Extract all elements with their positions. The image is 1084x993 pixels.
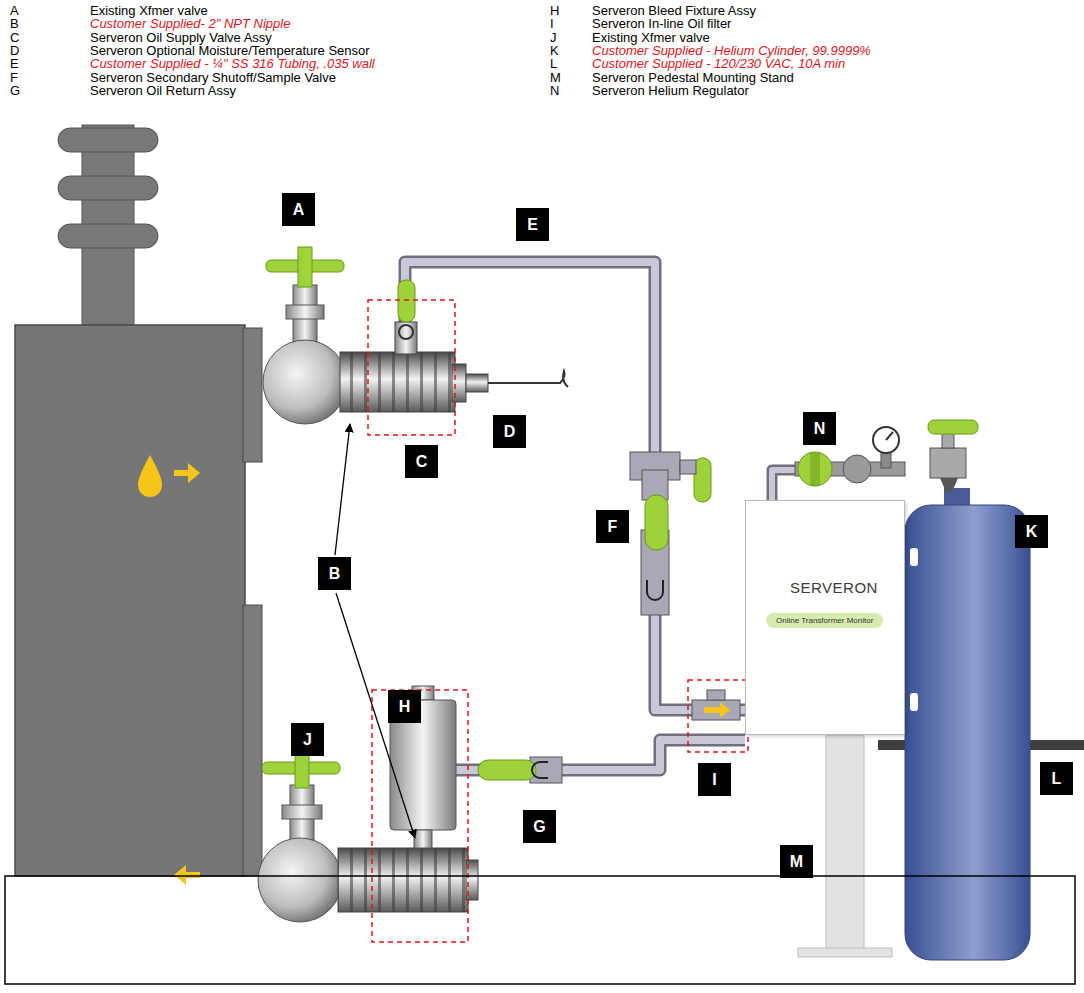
model-label: Online Transformer Monitor	[776, 616, 873, 625]
brand-name: SERVERON	[790, 579, 904, 596]
callout-letter: H	[388, 690, 421, 723]
part-description: Serveron In-line Oil filter	[592, 17, 731, 30]
callout-letter: J	[303, 731, 312, 749]
part-description: Serveron Bleed Fixture Assy	[592, 4, 756, 17]
list-letter: N	[550, 84, 559, 97]
callout-letter: E	[516, 208, 549, 241]
oil-filter	[688, 680, 748, 752]
lower-valve	[258, 686, 562, 942]
callout-letter: I	[712, 771, 716, 789]
callout-letter: L	[1040, 762, 1073, 795]
note-frame	[5, 876, 1075, 984]
part-description: Customer Supplied - Helium Cylinder, 99.…	[592, 44, 871, 57]
part-description: Serveron Secondary Shutoff/Sample Valve	[90, 71, 336, 84]
callout-letter: E	[527, 216, 538, 234]
helium-cylinder	[905, 488, 1030, 960]
list-letter: J	[550, 31, 557, 44]
callout-letter: K	[1026, 523, 1038, 541]
callout-letter: J	[291, 723, 324, 756]
callout-letter: A	[282, 193, 315, 226]
list-letter: K	[550, 44, 559, 57]
bushing	[58, 125, 158, 325]
callout-letter: F	[596, 510, 629, 543]
callout-letter: N	[814, 420, 826, 438]
callout-letter: K	[1015, 515, 1048, 548]
part-description: Existing Xfmer valve	[592, 31, 710, 44]
list-letter: A	[10, 4, 19, 17]
callout-letter: B	[329, 565, 341, 583]
callout-letter: A	[293, 201, 305, 219]
callout-letter: G	[533, 818, 545, 836]
callout-letter: G	[523, 810, 556, 843]
leader-arrows	[335, 424, 415, 838]
callout-letter: D	[504, 423, 516, 441]
part-description: Serveron Oil Supply Valve Assy	[90, 31, 272, 44]
callout-letter: H	[399, 698, 411, 716]
part-description: Customer Supplied- 2" NPT Nipple	[90, 17, 290, 30]
list-letter: G	[10, 84, 20, 97]
list-letter: C	[10, 31, 19, 44]
upper-valve	[263, 247, 568, 435]
list-letter: M	[550, 71, 561, 84]
list-letter: I	[550, 17, 554, 30]
callout-letter: F	[608, 518, 618, 536]
helium-regulator	[795, 420, 978, 492]
monitor-cabinet: SERVERON Online Transformer Monitor	[745, 500, 905, 735]
callout-letter: L	[1052, 770, 1062, 788]
transformer-tank	[15, 325, 262, 885]
callout-letter: M	[780, 845, 813, 878]
callout-letter: N	[803, 412, 836, 445]
list-letter: B	[10, 17, 19, 30]
part-description: Serveron Pedestal Mounting Stand	[592, 71, 794, 84]
list-letter: H	[550, 4, 559, 17]
callout-letter: C	[405, 445, 438, 478]
list-letter: F	[10, 71, 18, 84]
list-letter: D	[10, 44, 19, 57]
shutoff-valve	[630, 452, 711, 615]
part-description: Serveron Oil Return Assy	[90, 84, 236, 97]
part-description: Serveron Optional Moisture/Temperature S…	[90, 44, 370, 57]
part-description: Existing Xfmer valve	[90, 4, 208, 17]
part-description: Customer Supplied - ¼" SS 316 Tubing, .0…	[90, 57, 375, 70]
tubing	[405, 262, 800, 770]
callout-letter: C	[416, 453, 428, 471]
callout-letter: M	[790, 853, 803, 871]
callout-letter: B	[318, 557, 351, 590]
list-letter: L	[550, 57, 557, 70]
list-letter: E	[10, 57, 19, 70]
monitor-label-band: Online Transformer Monitor	[766, 613, 883, 628]
part-description: Serveron Helium Regulator	[592, 84, 749, 97]
part-description: Customer Supplied - 120/230 VAC, 10A min	[592, 57, 845, 70]
callout-letter: I	[698, 763, 731, 796]
callout-letter: D	[493, 415, 526, 448]
